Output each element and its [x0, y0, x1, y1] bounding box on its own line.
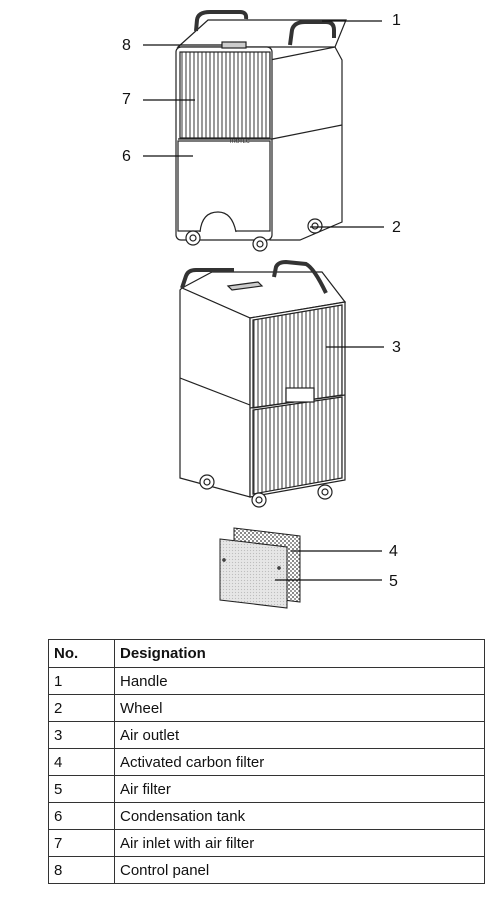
row-number: 2: [48, 694, 115, 722]
callout-7: 7: [122, 91, 131, 108]
row-number: 4: [48, 748, 115, 776]
unit-logo: TROTEC: [229, 139, 250, 145]
row-number: 6: [48, 802, 115, 830]
row-designation: Handle: [114, 667, 485, 695]
table-row: 2 Wheel: [48, 694, 485, 722]
table-row: 6 Condensation tank: [48, 802, 485, 830]
table-row: 7 Air inlet with air filter: [48, 829, 485, 857]
row-designation: Condensation tank: [114, 802, 485, 830]
column-header-designation: Designation: [114, 639, 485, 668]
front-view-unit: [175, 10, 347, 252]
air-filter: [219, 538, 288, 609]
row-number: 5: [48, 775, 115, 803]
table-row: 1 Handle: [48, 667, 485, 695]
table-row: 4 Activated carbon filter: [48, 748, 485, 776]
callout-1: 1: [392, 12, 401, 29]
callout-2: 2: [392, 219, 401, 236]
callout-6: 6: [122, 148, 131, 165]
row-designation: Air filter: [114, 775, 485, 803]
row-designation: Air inlet with air filter: [114, 829, 485, 857]
table-header-row: No. Designation: [48, 639, 485, 668]
table-row: 5 Air filter: [48, 775, 485, 803]
device-illustration: TROTEC: [143, 10, 384, 609]
parts-table: No. Designation 1 Handle 2 Wheel 3 Air o…: [48, 639, 485, 884]
column-header-no: No.: [48, 639, 115, 668]
row-designation: Air outlet: [114, 721, 485, 749]
rear-view-unit: [179, 259, 347, 508]
row-designation: Activated carbon filter: [114, 748, 485, 776]
row-number: 1: [48, 667, 115, 695]
row-number: 8: [48, 856, 115, 884]
row-number: 3: [48, 721, 115, 749]
callout-3: 3: [392, 339, 401, 356]
callout-leader-lines: [143, 20, 384, 581]
row-designation: Control panel: [114, 856, 485, 884]
callout-8: 8: [122, 37, 131, 54]
table-row: 8 Control panel: [48, 856, 485, 884]
callout-4: 4: [389, 543, 398, 560]
row-number: 7: [48, 829, 115, 857]
table-row: 3 Air outlet: [48, 721, 485, 749]
callout-5: 5: [389, 573, 398, 590]
row-designation: Wheel: [114, 694, 485, 722]
